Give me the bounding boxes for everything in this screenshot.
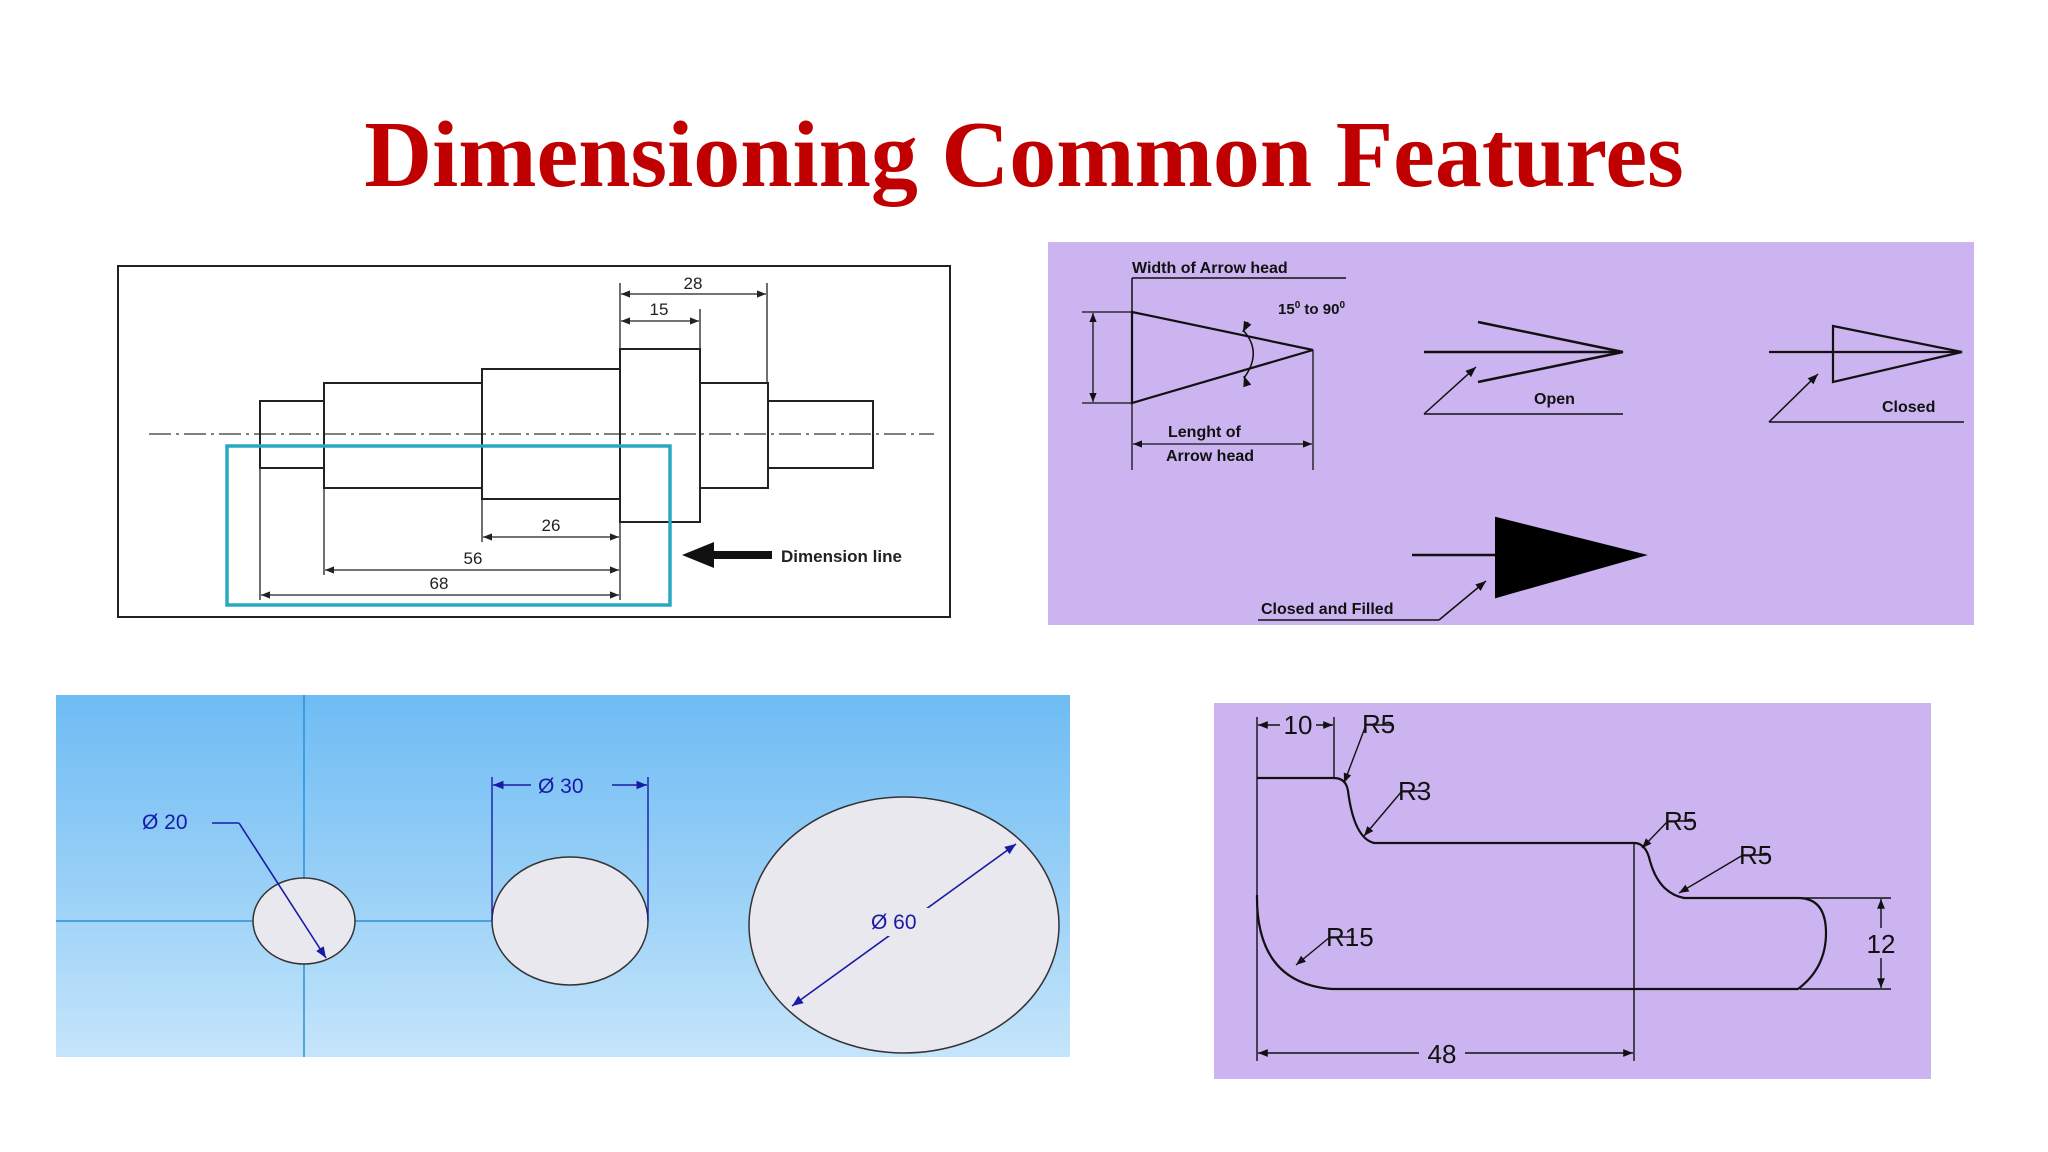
dia-leader-20 — [238, 822, 327, 959]
angle-arc — [1242, 329, 1254, 379]
closed-arrowhead — [1769, 324, 1963, 384]
circle-dia-30 — [491, 856, 649, 986]
leader-r5-top — [1343, 724, 1367, 784]
length-label-line2: Arrow head — [1166, 448, 1254, 465]
dimension-highlight-box — [225, 444, 672, 607]
open-label: Open — [1534, 391, 1575, 408]
dim-label-15: 15 — [650, 300, 669, 319]
leader-r5-mid — [1641, 820, 1669, 849]
part-outline — [1255, 776, 1828, 991]
arrowhead-types-diagram: Width of Arrow head 150 to 900 Lenght of… — [1048, 242, 1974, 625]
radius-label-r15: R15 — [1326, 922, 1374, 952]
dia-label-30: Ø 30 — [538, 775, 584, 798]
dim-label-48: 48 — [1428, 1039, 1457, 1069]
dim-label-26: 26 — [542, 516, 561, 535]
dim-label-10: 10 — [1284, 710, 1313, 740]
dia-label-20: Ø 20 — [142, 811, 188, 834]
leader-r3 — [1363, 790, 1403, 837]
leader-r5-right — [1678, 854, 1744, 894]
open-arrowhead — [1424, 320, 1624, 384]
dim-label-68: 68 — [430, 574, 449, 593]
circles-drawing: Ø 20 Ø 30 Ø 60 — [56, 695, 1060, 1057]
filled-arrowhead — [1412, 516, 1648, 599]
callout-arrow — [682, 542, 772, 568]
leader-r15 — [1295, 936, 1331, 966]
radius-label-r5-right: R5 — [1739, 840, 1772, 870]
radius-label-r3: R3 — [1398, 776, 1431, 806]
shaft-drawing: 28 15 26 56 68 Dimension line — [149, 274, 934, 607]
dia-label-60: Ø 60 — [871, 911, 917, 934]
circle-dia-20 — [252, 877, 356, 965]
radii-drawing: 10 48 12 R5 R3 R5 R5 R15 — [1255, 709, 1897, 1069]
dim-label-28: 28 — [684, 274, 703, 293]
radius-dimension-diagram: 10 48 12 R5 R3 R5 R5 R15 — [1214, 703, 1931, 1079]
length-label-line1: Lenght of — [1168, 424, 1242, 441]
callout-label: Dimension line — [781, 547, 902, 566]
dim-label-12: 12 — [1867, 929, 1896, 959]
shaft-outline — [259, 348, 874, 523]
dim-label-56: 56 — [464, 549, 483, 568]
radius-label-r5-mid: R5 — [1664, 806, 1697, 836]
angle-label: 150 to 900 — [1278, 300, 1345, 318]
arrowhead-outline — [1130, 310, 1314, 405]
filled-label: Closed and Filled — [1261, 601, 1393, 618]
width-label: Width of Arrow head — [1132, 260, 1288, 277]
closed-label: Closed — [1882, 399, 1935, 416]
shaft-dimension-diagram: 28 15 26 56 68 Dimension line — [117, 265, 951, 618]
radius-label-r5-top: R5 — [1362, 709, 1395, 739]
slide-title: Dimensioning Common Features — [364, 103, 1684, 207]
arrowhead-drawing: Width of Arrow head 150 to 900 Lenght of… — [1082, 260, 1964, 621]
diameter-dimension-diagram: Ø 20 Ø 30 Ø 60 — [56, 695, 1070, 1057]
